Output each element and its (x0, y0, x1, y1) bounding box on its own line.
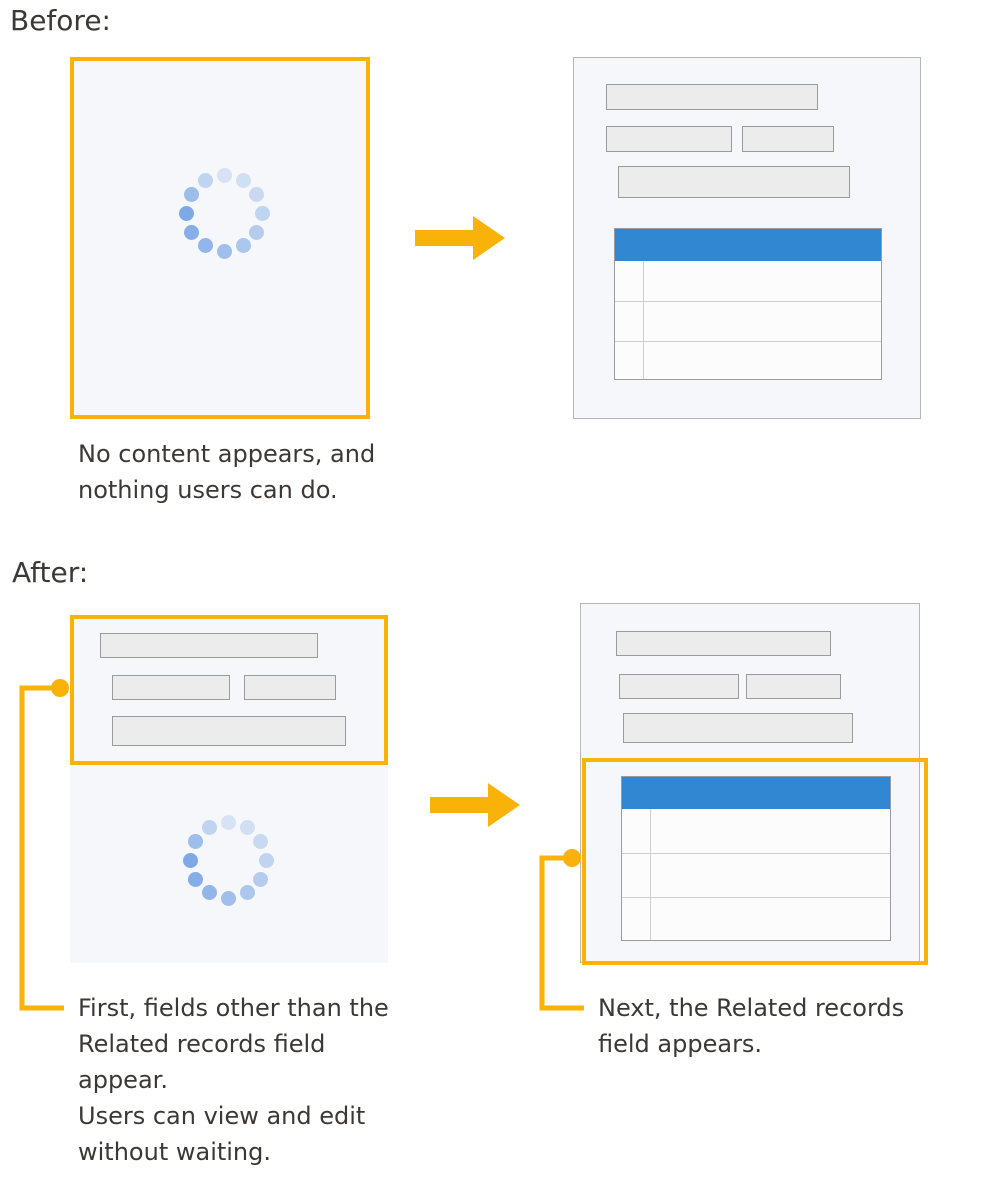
after-loaded-screen (580, 603, 920, 963)
after-partially-loaded-screen (70, 615, 388, 963)
related-records-table-header (615, 229, 881, 261)
spinner-dot (201, 819, 217, 835)
after-heading: After: (12, 556, 89, 589)
spinner-dot (183, 224, 199, 240)
spinner-dot (253, 833, 269, 849)
spinner-dot (239, 885, 255, 901)
field-placeholder (244, 675, 336, 700)
spinner-dot (178, 205, 194, 221)
callout-connector-right (539, 849, 584, 1011)
field-placeholder (112, 716, 346, 746)
spinner-dot (258, 852, 274, 868)
related-records-table-body (622, 809, 890, 940)
field-placeholder (112, 675, 230, 700)
related-records-table-header (622, 777, 890, 809)
spinner-dot (197, 238, 213, 254)
related-records-highlight-box (582, 758, 928, 965)
before-heading: Before: (10, 4, 111, 37)
after-left-caption: First, fields other than the Related rec… (78, 994, 389, 1166)
field-placeholder (606, 84, 818, 110)
spinner-dot (216, 167, 232, 183)
spinner-dot (197, 172, 213, 188)
spinner-dot (254, 205, 270, 221)
spinner-dot (235, 172, 251, 188)
spinner-dot (253, 871, 269, 887)
spinner-dot (235, 238, 251, 254)
field-placeholder (618, 166, 850, 198)
callout-dot-icon (563, 849, 581, 867)
field-placeholder (623, 713, 853, 743)
spinner-dot (182, 852, 198, 868)
after-right-caption: Next, the Related records field appears. (598, 994, 905, 1058)
arrow-shaft (415, 230, 473, 246)
loading-spinner-icon (176, 165, 272, 261)
field-placeholder (606, 126, 732, 152)
field-placeholder (619, 674, 739, 699)
spinner-dot (187, 871, 203, 887)
spinner-dot (220, 890, 236, 906)
arrow-right-icon (415, 216, 505, 260)
before-loaded-screen (573, 57, 921, 419)
loading-spinner-icon (180, 812, 276, 908)
spinner-dot (216, 243, 232, 259)
fields-highlight-box (70, 615, 388, 765)
related-records-table (621, 776, 891, 941)
arrow-head (488, 783, 520, 827)
spinner-dot (187, 833, 203, 849)
spinner-dot (183, 186, 199, 202)
field-placeholder (100, 633, 318, 658)
before-caption: No content appears, and nothing users ca… (78, 440, 376, 504)
spinner-dot (220, 814, 236, 830)
related-records-table-body (615, 261, 881, 379)
callout-dot-icon (51, 679, 69, 697)
spinner-dot (249, 186, 265, 202)
field-placeholder (742, 126, 834, 152)
related-records-table (614, 228, 882, 380)
spinner-dot (249, 224, 265, 240)
arrow-head (473, 216, 505, 260)
field-placeholder (616, 631, 831, 656)
callout-connector-left (19, 679, 69, 1011)
spinner-dot (239, 819, 255, 835)
field-placeholder (746, 674, 841, 699)
spinner-dot (201, 885, 217, 901)
arrow-right-icon (430, 783, 520, 827)
before-loading-screen (70, 57, 370, 419)
arrow-shaft (430, 797, 488, 813)
